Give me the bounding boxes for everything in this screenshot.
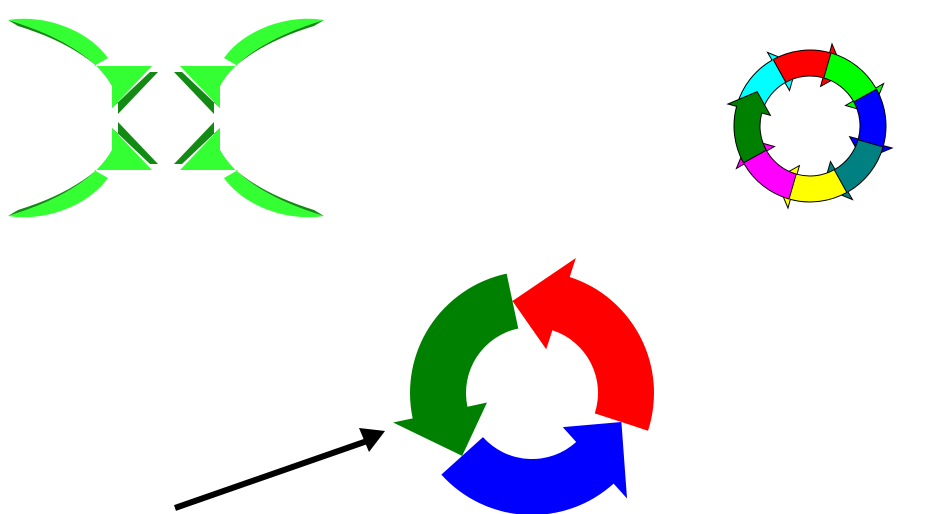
- cycle-arrow-dark-green: [726, 91, 772, 164]
- curved-arrow-top-left: [8, 18, 158, 114]
- curved-arrow-bottom-left: [8, 122, 158, 218]
- eight-segment-cycle: [726, 42, 894, 210]
- pointer-arrow-shaft: [174, 437, 371, 511]
- curved-arrow-face: [180, 128, 324, 218]
- curved-arrow-top-right: [174, 18, 324, 114]
- converging-arrows-group: [8, 18, 324, 218]
- pointer-arrow: [174, 428, 385, 511]
- pointer-arrow-head: [359, 428, 385, 452]
- cycle-arrow-green: [393, 273, 519, 456]
- cycle-arrow-blue: [441, 422, 628, 514]
- cycle-arrow-red: [512, 257, 655, 431]
- curved-arrow-face: [8, 18, 152, 109]
- curved-arrow-bottom-right: [174, 122, 324, 218]
- curved-arrow-face: [180, 18, 324, 109]
- three-segment-cycle: [393, 257, 655, 514]
- curved-arrow-face: [8, 128, 152, 218]
